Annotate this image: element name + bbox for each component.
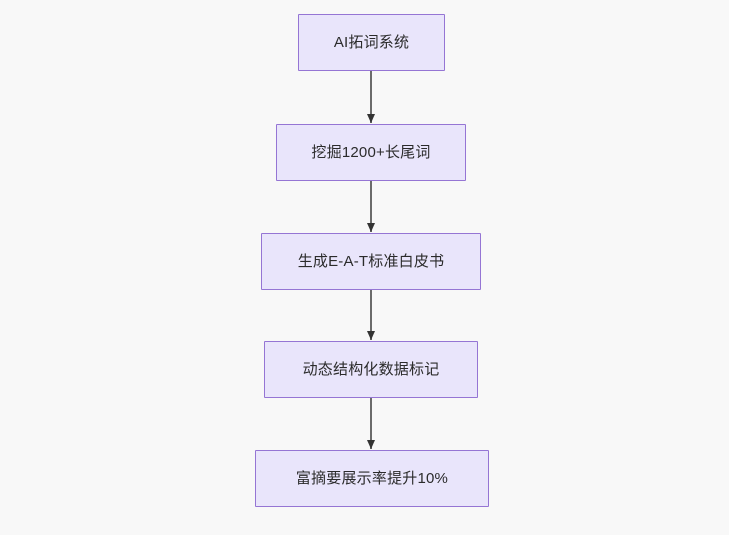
flow-node-ai-keyword-system[interactable]: AI拓词系统 — [298, 14, 445, 71]
flow-node-dynamic-structured-data-markup[interactable]: 动态结构化数据标记 — [264, 341, 478, 398]
flow-node-rich-snippet-impression-uplift[interactable]: 富摘要展示率提升10% — [255, 450, 489, 507]
flow-node-label: 挖掘1200+长尾词 — [311, 143, 431, 161]
flow-node-label: 富摘要展示率提升10% — [295, 469, 449, 487]
flow-node-label: 动态结构化数据标记 — [302, 360, 440, 378]
flow-node-mine-longtail-keywords[interactable]: 挖掘1200+长尾词 — [276, 124, 466, 181]
flow-node-generate-eat-whitepaper[interactable]: 生成E-A-T标准白皮书 — [261, 233, 481, 290]
flow-node-label: 生成E-A-T标准白皮书 — [297, 252, 445, 270]
flow-node-label: AI拓词系统 — [333, 33, 410, 51]
